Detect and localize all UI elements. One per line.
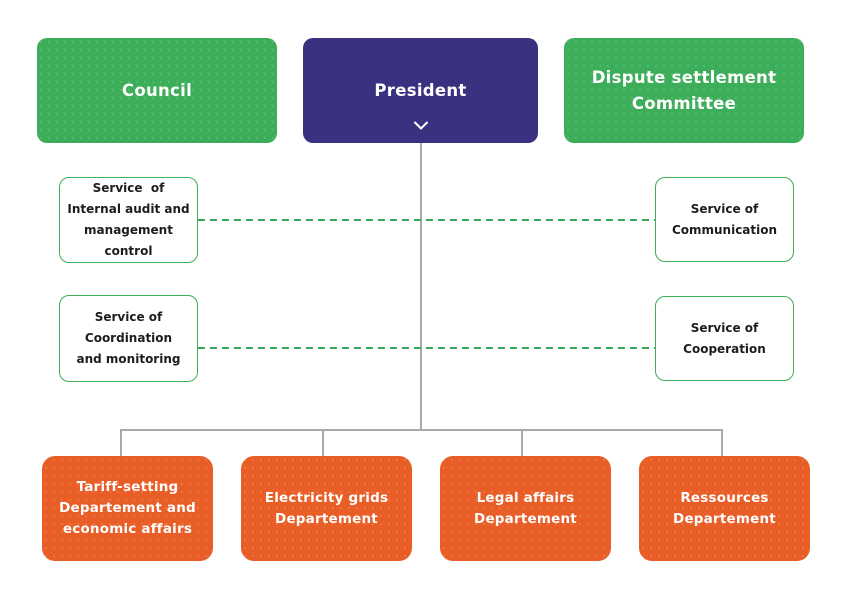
legal-drop-line xyxy=(521,429,523,457)
service-internal-audit-label: Service of Internal audit and management… xyxy=(67,181,190,258)
dispute-settlement-committee-box: Dispute settlement Committee xyxy=(564,38,804,143)
services-dashed-connector-row2 xyxy=(198,347,655,349)
tariff-drop-line xyxy=(120,429,122,457)
chevron-down-icon[interactable] xyxy=(413,121,429,131)
dept-legal-affairs-box: Legal affairs Departement xyxy=(440,456,611,561)
president-connector-line xyxy=(420,143,422,429)
ressources-drop-line xyxy=(721,429,723,457)
president-label: President xyxy=(374,80,467,100)
council-label: Council xyxy=(121,80,193,100)
dept-tariff-setting-box: Tariff-setting Departement and economic … xyxy=(42,456,213,561)
departments-bracket-line xyxy=(120,429,721,431)
council-box: Council xyxy=(37,38,277,143)
service-cooperation-label: Service of Cooperation xyxy=(683,320,766,356)
dept-legal-affairs-label: Legal affairs Departement xyxy=(474,489,577,527)
service-internal-audit-box: Service of Internal audit and management… xyxy=(59,177,198,263)
electricity-drop-line xyxy=(322,429,324,457)
dispute-settlement-committee-label: Dispute settlement Committee xyxy=(591,67,777,113)
dept-tariff-setting-label: Tariff-setting Departement and economic … xyxy=(59,479,196,537)
dept-electricity-grids-box: Electricity grids Departement xyxy=(241,456,412,561)
service-communication-label: Service of Communication xyxy=(671,201,778,237)
services-dashed-connector-row1 xyxy=(198,219,655,221)
service-cooperation-box: Service of Cooperation xyxy=(655,296,794,381)
service-coordination-box: Service of Coordination and monitoring xyxy=(59,295,198,382)
dept-ressources-label: Ressources Departement xyxy=(673,489,776,527)
service-coordination-label: Service of Coordination and monitoring xyxy=(76,310,181,366)
president-box[interactable]: President xyxy=(303,38,538,143)
dept-electricity-grids-label: Electricity grids Departement xyxy=(264,489,389,527)
dept-ressources-box: Ressources Departement xyxy=(639,456,810,561)
service-communication-box: Service of Communication xyxy=(655,177,794,262)
